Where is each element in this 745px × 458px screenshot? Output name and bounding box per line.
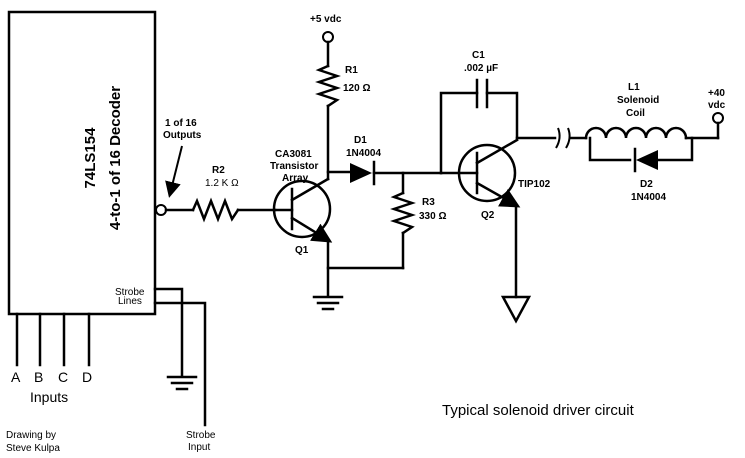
d2-triangle — [636, 150, 658, 170]
q2-ground — [500, 203, 532, 324]
supply-40v-terminal — [712, 112, 724, 124]
resistor-r3: R3 330 Ω — [390, 171, 446, 270]
supply-5v-label: +5 vdc — [310, 14, 342, 25]
input-c-label: C — [58, 369, 68, 385]
q2-part: TIP102 — [518, 179, 551, 190]
q1-name: Q1 — [295, 245, 309, 256]
r2-name: R2 — [212, 165, 225, 176]
q1-part-2: Transistor — [270, 161, 318, 172]
q2-name: Q2 — [481, 210, 495, 221]
decoder-body — [7, 10, 157, 316]
r3-name: R3 — [422, 197, 435, 208]
supply-5v-terminal — [322, 31, 334, 43]
solenoid-l1: L1 Solenoid Coil — [584, 82, 720, 140]
d1-name: D1 — [354, 135, 367, 146]
input-a-label: A — [11, 369, 21, 385]
c1-name: C1 — [472, 50, 485, 61]
supply-5v: +5 vdc — [310, 14, 342, 43]
strobe-input-label-2: Input — [188, 442, 210, 453]
strobe-lines-label-1: Strobe — [115, 287, 145, 298]
credit-line-2: Steve Kulpa — [6, 443, 60, 454]
strobe-lines: Strobe Input — [153, 287, 216, 453]
input-b-label: B — [34, 369, 43, 385]
decoder-part-label: 74LS154 — [82, 127, 99, 189]
diagram-title: Typical solenoid driver circuit — [442, 402, 635, 419]
decoder-output-pin — [155, 204, 167, 216]
output-arrow — [165, 145, 183, 198]
transistor-q2: TIP102 Q2 — [439, 138, 551, 221]
r1-value: 120 Ω — [343, 83, 370, 94]
credit-line-1: Drawing by — [6, 430, 56, 441]
r3-value: 330 Ω — [419, 211, 446, 222]
q1-part-3: Array — [282, 173, 309, 184]
supply-40v-label-1: +40 — [708, 88, 725, 99]
outputs-label-1: 1 of 16 — [165, 118, 197, 129]
l1-name: L1 — [628, 82, 640, 93]
strobe-input-label-1: Strobe — [186, 430, 216, 441]
r1-name: R1 — [345, 65, 358, 76]
diode-d2: D2 1N4004 — [588, 136, 694, 203]
d2-name: D2 — [640, 179, 653, 190]
ground-triangle — [500, 295, 532, 324]
decoder-function-label: 4-to-1 of 16 Decoder — [107, 86, 124, 230]
transistor-q1: CA3081 Transistor Array Q1 — [270, 149, 333, 256]
l1-line2: Solenoid — [617, 95, 659, 106]
resistor-r1: R1 120 Ω — [315, 40, 370, 181]
supply-40v: +40 vdc — [708, 88, 726, 140]
c1-value: .002 µF — [464, 63, 498, 74]
d1-triangle — [350, 163, 372, 183]
resistor-r2: R2 1.2 K Ω — [164, 165, 277, 223]
strobe-lines-label-2: Lines — [118, 296, 142, 307]
input-d-label: D — [82, 369, 92, 385]
inputs-label: Inputs — [30, 389, 68, 405]
diode-d1: D1 1N4004 — [326, 135, 443, 186]
q1-part-1: CA3081 — [275, 149, 312, 160]
d1-value: 1N4004 — [346, 148, 381, 159]
solenoid-path — [515, 127, 588, 149]
outputs-label-2: Outputs — [163, 130, 202, 141]
r2-value: 1.2 K Ω — [205, 178, 239, 189]
decoder-ic: 74LS154 4-to-1 of 16 Decoder Strobe Line… — [7, 10, 157, 316]
q1-ground — [312, 238, 405, 311]
supply-40v-label-2: vdc — [708, 100, 726, 111]
l1-line3: Coil — [626, 108, 645, 119]
capacitor-c1: C1 .002 µF — [439, 50, 519, 175]
decoder-inputs: A B C D Inputs — [11, 312, 92, 405]
d2-value: 1N4004 — [631, 192, 666, 203]
